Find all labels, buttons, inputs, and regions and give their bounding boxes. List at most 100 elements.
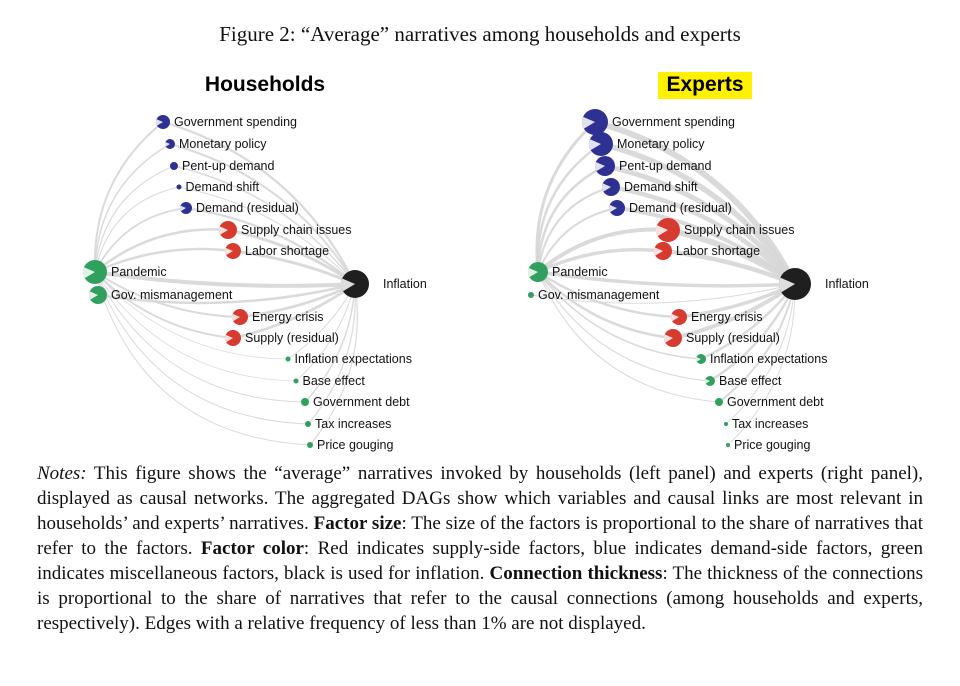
notes-segment: : Red indicates supply-side factors, blu… [37, 538, 923, 584]
node-label-households-pentup: Pent-up demand [182, 159, 274, 173]
node-slice-icon [656, 225, 668, 237]
node-label-households-pandemic: Pandemic [111, 265, 167, 279]
edge-households-govdebt-inflation [304, 283, 356, 403]
edge-experts-pandemic-supplychain [536, 227, 670, 274]
edge-households-pandemic-supplyres [94, 271, 234, 339]
node-label-experts-govmis: Gov. mismanagement [538, 288, 660, 302]
node-slice-icon [696, 357, 701, 362]
edge-experts-pandemic-energy [536, 270, 681, 319]
node-slice-icon [779, 277, 795, 293]
node-households-infexp [285, 356, 291, 362]
edge-households-pandemic-govspend [93, 121, 164, 273]
edge-experts-pandemic-baseeff [537, 271, 711, 382]
node-experts-govdebt [715, 398, 723, 406]
notes-segment: Notes: [37, 463, 87, 484]
edge-households-demandres-inflation [184, 206, 357, 286]
edge-households-pandemic-demandshift [94, 186, 180, 273]
node-slice-icon [225, 247, 233, 256]
edge-experts-govspend-inflation [592, 119, 798, 287]
notes-segment: : The size of the factors is proportiona… [37, 513, 923, 559]
node-label-experts-govdebt: Government debt [727, 395, 824, 409]
node-experts-tax [724, 422, 728, 426]
node-label-households-supplyres: Supply (residual) [245, 331, 339, 345]
edge-experts-pandemic-govdebt [537, 271, 720, 403]
node-label-households-labor: Labor shortage [245, 244, 329, 258]
node-label-households-govdebt: Government debt [313, 395, 410, 409]
node-label-households-baseeff: Base effect [303, 374, 366, 388]
node-experts-govmis [528, 292, 534, 298]
node-experts-pricegoug [726, 443, 730, 447]
figure-notes: Notes: This figure shows the “average” n… [37, 461, 923, 636]
edge-households-pricegoug-inflation [309, 283, 358, 446]
edge-households-pandemic-inflation [93, 270, 357, 288]
edge-households-pandemic-demandres [94, 207, 187, 273]
edge-experts-monetary-inflation [598, 141, 798, 287]
node-label-experts-inflation: Inflation [825, 277, 869, 291]
edge-experts-demandshift-inflation [608, 184, 798, 287]
edge-experts-pandemic-demandres [537, 207, 618, 273]
edge-experts-pandemic-supplyres [536, 270, 675, 340]
node-label-households-inflation: Inflation [383, 277, 427, 291]
node-slice-icon [609, 204, 617, 213]
node-label-experts-monetary: Monetary policy [617, 137, 705, 151]
edge-experts-pandemic-inflation [536, 270, 797, 288]
edge-experts-pentup-inflation [602, 163, 798, 287]
node-label-households-monetary: Monetary policy [179, 137, 267, 151]
node-label-households-demandshift: Demand shift [186, 180, 260, 194]
node-slice-icon [589, 139, 601, 151]
node-label-households-infexp: Inflation expectations [295, 352, 412, 366]
node-label-experts-supplyres: Supply (residual) [686, 331, 780, 345]
node-households-baseeff [293, 378, 299, 384]
node-slice-icon [602, 183, 611, 192]
edge-households-pandemic-pentup [94, 165, 175, 273]
notes-segment: This figure shows the “average” narrativ… [37, 463, 923, 534]
edge-experts-tax-inflation [725, 283, 796, 425]
node-slice-icon [156, 119, 163, 126]
notes-segment: Connection thickness [489, 563, 663, 584]
node-label-experts-tax: Tax increases [732, 417, 808, 431]
edge-households-govspend-inflation [161, 120, 357, 286]
edge-households-demandshift-inflation [178, 186, 356, 285]
node-households-demandshift [176, 184, 182, 190]
edge-households-pentup-inflation [173, 165, 356, 285]
edge-experts-pandemic-infexp [537, 271, 702, 360]
panel-title-experts-label: Experts [658, 72, 752, 99]
node-slice-icon [671, 313, 679, 322]
edge-households-supplychain-inflation [226, 228, 357, 286]
edge-households-labor-inflation [231, 249, 357, 286]
notes-segment: : The thickness of the connections is pr… [37, 563, 924, 634]
panel-title-households-label: Households [204, 73, 326, 96]
node-households-tax [305, 421, 311, 427]
node-slice-icon [341, 278, 355, 292]
edge-households-pandemic-supplychain [93, 228, 230, 274]
edge-experts-pricegoug-inflation [727, 283, 796, 446]
edge-households-pandemic-tax [94, 271, 309, 425]
node-label-experts-pricegoug: Price gouging [734, 438, 810, 452]
node-label-experts-pandemic: Pandemic [552, 265, 608, 279]
edge-households-pandemic-pricegoug [94, 271, 311, 446]
notes-segment: Factor color [200, 538, 304, 559]
node-slice-icon [231, 313, 240, 322]
figure-caption: Figure 2: “Average” narratives among hou… [219, 22, 741, 46]
node-slice-icon [179, 205, 186, 212]
panel-title-experts: Experts [600, 72, 810, 99]
edge-experts-pandemic-demandshift [537, 186, 612, 273]
node-label-experts-demandres: Demand (residual) [629, 201, 732, 215]
node-slice-icon [654, 247, 663, 256]
edge-households-govmis-inflation [96, 282, 357, 305]
node-households-pricegoug [307, 442, 313, 448]
edge-households-pandemic-energy [94, 271, 241, 318]
edge-households-tax-inflation [307, 283, 356, 425]
edge-households-supplyres-inflation [231, 282, 357, 340]
node-label-households-demandres: Demand (residual) [196, 201, 299, 215]
node-slice-icon [664, 334, 673, 343]
node-slice-icon [594, 162, 605, 172]
node-slice-icon [83, 267, 95, 279]
edge-households-pandemic-govdebt [94, 271, 306, 403]
edge-experts-govmis-inflation [530, 283, 796, 304]
node-households-govdebt [301, 398, 309, 406]
node-label-experts-infexp: Inflation expectations [710, 352, 827, 366]
node-label-experts-energy: Energy crisis [691, 310, 763, 324]
